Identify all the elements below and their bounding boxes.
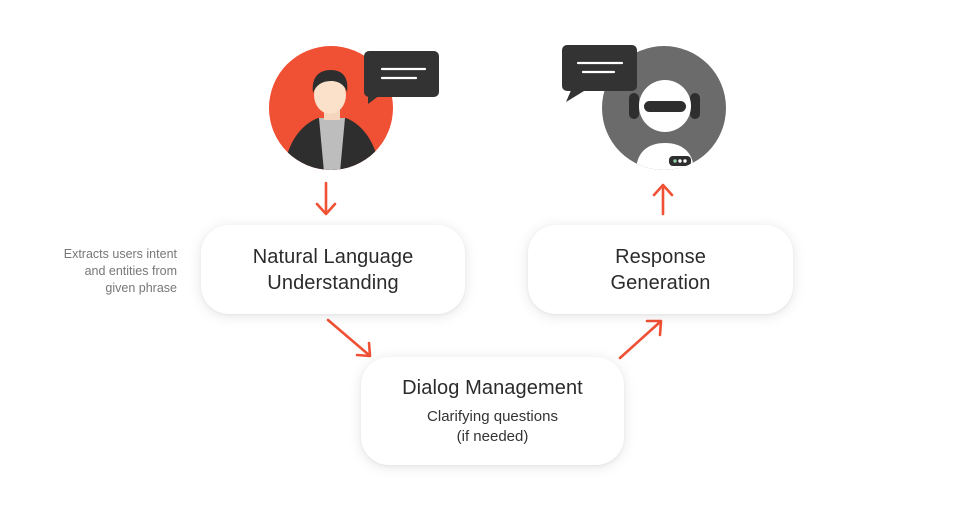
nlu-description-line: Extracts users intent bbox=[63, 247, 177, 261]
node-title: Understanding bbox=[267, 271, 399, 294]
user-avatar-icon bbox=[269, 46, 393, 170]
response-generation-node: Response Generation bbox=[528, 225, 793, 314]
natural-language-understanding-node: Natural Language Understanding bbox=[201, 225, 465, 314]
arrow-diagonal-down-icon bbox=[326, 318, 372, 358]
node-title: Dialog Management bbox=[402, 377, 583, 399]
speech-bubble-icon bbox=[364, 51, 439, 104]
nlu-description-line: given phrase bbox=[105, 281, 177, 295]
speech-bubble-icon bbox=[562, 45, 637, 102]
dialog-management-node: Dialog Management Clarifying questions (… bbox=[361, 357, 624, 465]
nlu-description-line: and entities from bbox=[84, 264, 177, 278]
nlu-description: Extracts users intent and entities from … bbox=[20, 246, 177, 297]
node-title: Natural Language bbox=[252, 245, 414, 268]
arrow-up-icon bbox=[652, 183, 674, 216]
node-subtitle: Clarifying questions bbox=[427, 408, 558, 425]
node-title: Generation bbox=[610, 271, 711, 294]
arrow-diagonal-up-icon bbox=[618, 319, 663, 360]
node-title: Response bbox=[615, 245, 706, 268]
node-subtitle: (if needed) bbox=[456, 428, 529, 445]
arrow-down-icon bbox=[315, 181, 337, 216]
